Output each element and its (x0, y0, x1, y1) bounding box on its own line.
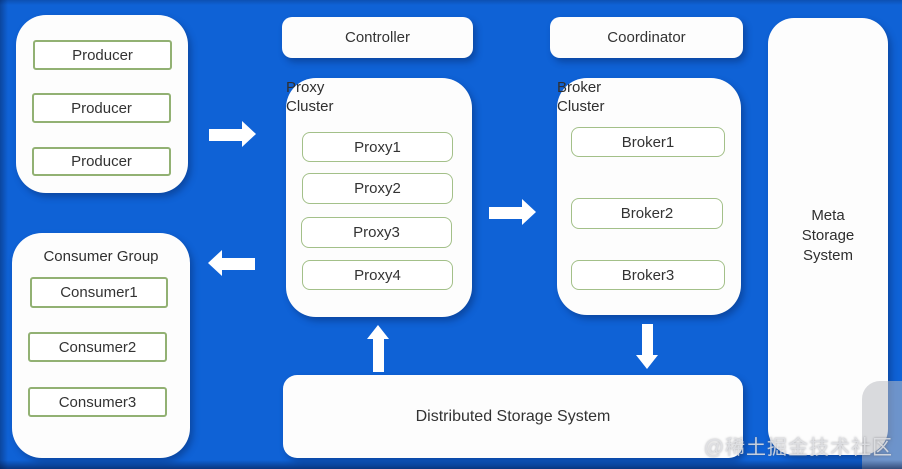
broker-cluster-title-line2: Cluster (557, 98, 605, 115)
arrow-head (522, 199, 536, 225)
consumer-group-panel: Consumer Group Consumer1 Consumer2 Consu… (12, 233, 190, 458)
watermark: @稀土掘金技术社区 (703, 437, 893, 459)
arrow-shaft (222, 258, 255, 270)
distributed-storage-label: Distributed Storage System (415, 407, 611, 425)
consumer-node: Consumer3 (28, 387, 167, 417)
proxy-node: Proxy3 (301, 217, 452, 248)
proxy-node: Proxy4 (302, 260, 453, 290)
controller-box: Controller (282, 17, 473, 58)
broker-node: Broker2 (571, 198, 723, 229)
arrow-broker-to-storage-icon (636, 324, 658, 369)
proxy-cluster-title-line1: Proxy (286, 79, 325, 96)
arrow-head (636, 355, 658, 369)
producer-node: Producer (32, 93, 171, 123)
proxy-node: Proxy1 (302, 132, 453, 162)
consumer-group-title: Consumer Group (43, 248, 159, 265)
arrow-proxy-to-consumer-icon (208, 250, 255, 276)
distributed-storage-panel: Distributed Storage System (283, 375, 743, 458)
producer-node: Producer (32, 147, 171, 176)
consumer-node: Consumer2 (28, 332, 167, 362)
meta-storage-line3: System (802, 247, 853, 264)
arrow-head (367, 325, 389, 339)
broker-cluster-title-line1: Broker (557, 79, 602, 96)
arrow-producer-to-proxy-icon (209, 121, 256, 147)
meta-storage-line2: Storage (801, 227, 855, 244)
corner-overlay (862, 381, 902, 469)
arrow-head (208, 250, 222, 276)
broker-node: Broker1 (571, 127, 725, 157)
broker-node: Broker3 (571, 260, 725, 290)
producer-group-panel: Producer Producer Producer (16, 15, 188, 193)
consumer-node: Consumer1 (30, 277, 168, 308)
arrow-shaft (489, 207, 522, 219)
coordinator-box: Coordinator (550, 17, 743, 58)
arrow-shaft (209, 129, 242, 141)
meta-storage-line1: Meta (811, 207, 845, 224)
arrow-proxy-to-broker-icon (489, 199, 536, 225)
arrow-shaft (642, 324, 653, 355)
producer-node: Producer (33, 40, 172, 70)
proxy-node: Proxy2 (302, 173, 453, 204)
proxy-cluster-title-line2: Cluster (286, 98, 334, 115)
arrow-head (242, 121, 256, 147)
arrow-shaft (373, 338, 384, 372)
arrow-storage-to-proxy-icon (367, 325, 389, 372)
